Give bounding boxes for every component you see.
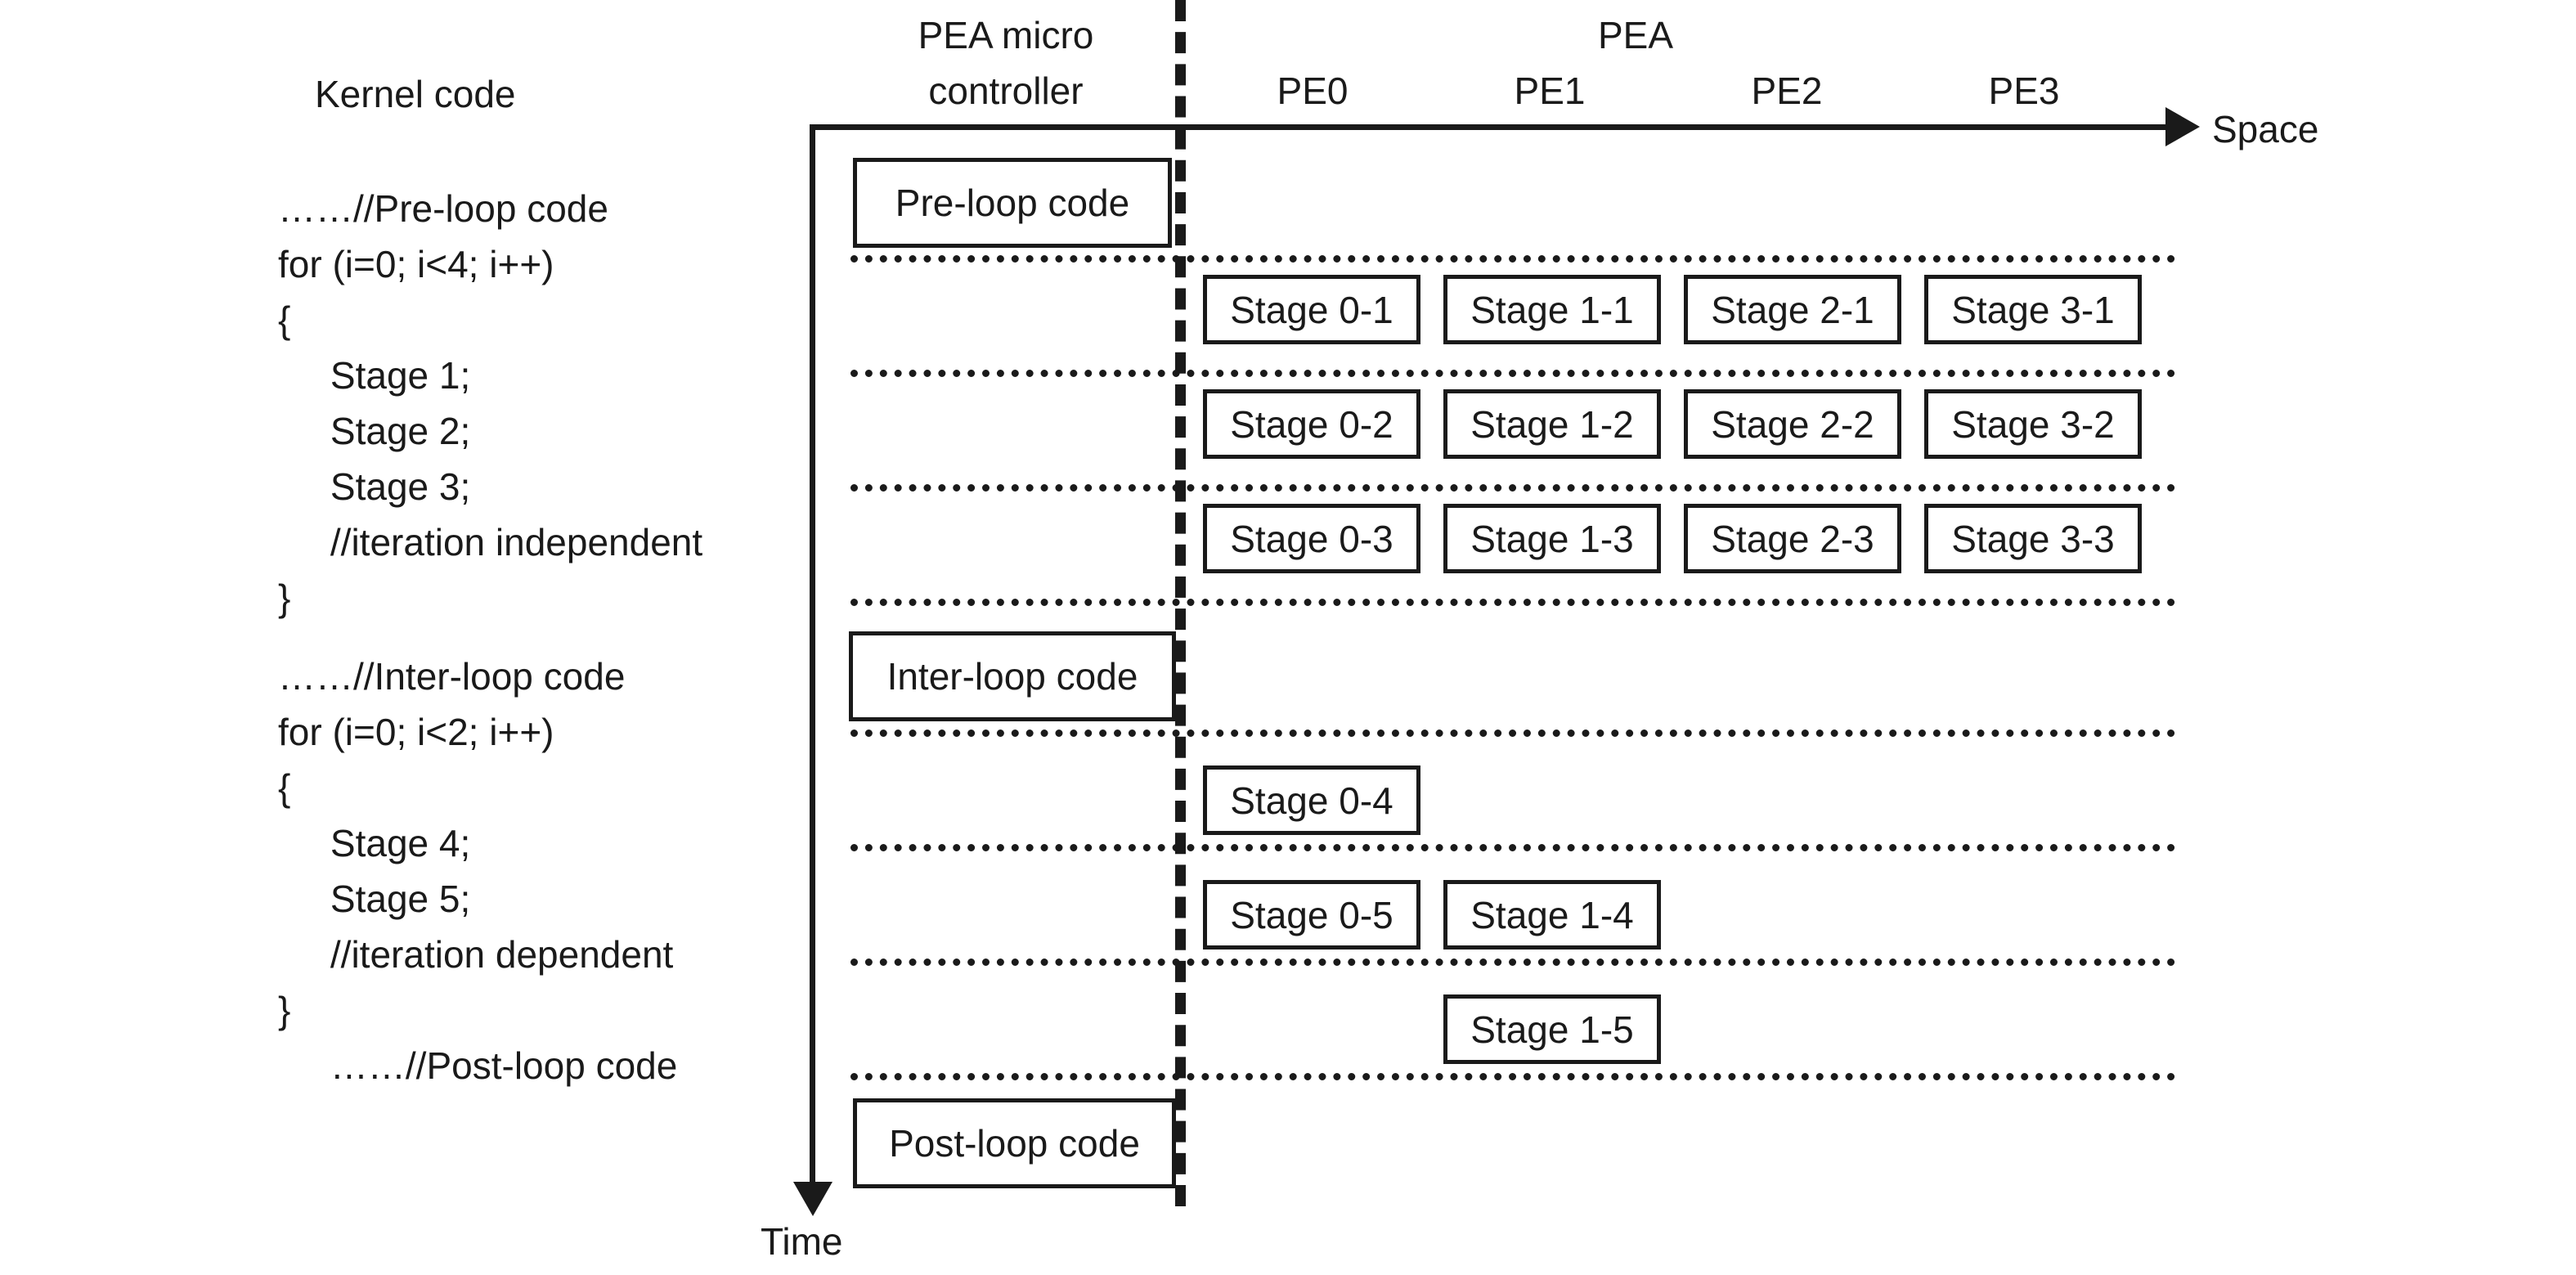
space-axis-label: Space [2212,108,2319,150]
header-pe3: PE3 [1988,70,2060,112]
code-line-9: for (i=0; i<2; i++) [278,711,554,753]
stage-box-0-4[interactable]: Stage 0-4 [1203,765,1420,835]
header-pea-micro-controller-line1: PEA micro [918,14,1094,56]
row-separator-3 [850,484,2175,492]
header-pe2: PE2 [1751,70,1823,112]
stage-box-3-1[interactable]: Stage 3-1 [1924,275,2142,344]
code-line-15: ……//Post-loop code [278,1044,678,1087]
stage-box-0-1[interactable]: Stage 0-1 [1203,275,1420,344]
code-line-1: for (i=0; i<4; i++) [278,243,554,285]
header-pea: PEA [1597,14,1674,56]
time-axis-line [810,124,815,1184]
stage-box-1-4[interactable]: Stage 1-4 [1443,880,1661,950]
time-axis-label: Time [761,1220,843,1263]
code-line-7: } [278,577,291,619]
row-separator-1 [850,255,2175,263]
time-axis-arrowhead [793,1182,832,1216]
code-line-8: ……//Inter-loop code [278,655,626,698]
code-line-0: ……//Pre-loop code [278,187,608,230]
row-separator-5 [850,730,2175,737]
code-line-11: Stage 4; [278,822,471,864]
row-separator-4 [850,599,2175,606]
row-separator-7 [850,958,2175,966]
code-line-4: Stage 2; [278,410,471,452]
stage-box-1-1[interactable]: Stage 1-1 [1443,275,1661,344]
code-line-6: //iteration independent [278,521,703,563]
space-axis-line [810,124,2167,130]
header-pea-micro-controller-line2: controller [928,70,1084,112]
stage-box-1-5[interactable]: Stage 1-5 [1443,994,1661,1064]
stage-box-3-2[interactable]: Stage 3-2 [1924,389,2142,459]
controller-box-post-loop[interactable]: Post-loop code [853,1098,1176,1188]
kernel-code-title: Kernel code [315,73,516,115]
header-pe1: PE1 [1514,70,1586,112]
code-line-2: { [278,299,291,341]
stage-box-1-3[interactable]: Stage 1-3 [1443,504,1661,573]
controller-box-inter-loop[interactable]: Inter-loop code [849,631,1176,721]
stage-box-2-3[interactable]: Stage 2-3 [1684,504,1901,573]
stage-box-2-2[interactable]: Stage 2-2 [1684,389,1901,459]
code-line-13: //iteration dependent [278,933,674,976]
controller-box-pre-loop[interactable]: Pre-loop code [853,158,1172,248]
stage-box-0-3[interactable]: Stage 0-3 [1203,504,1420,573]
code-line-3: Stage 1; [278,354,471,397]
space-axis-arrowhead [2165,107,2200,146]
stage-box-0-5[interactable]: Stage 0-5 [1203,880,1420,950]
stage-box-2-1[interactable]: Stage 2-1 [1684,275,1901,344]
row-separator-6 [850,844,2175,851]
row-separator-8 [850,1073,2175,1080]
code-line-14: } [278,989,291,1031]
code-line-5: Stage 3; [278,465,471,508]
header-pe0: PE0 [1277,70,1349,112]
stage-box-3-3[interactable]: Stage 3-3 [1924,504,2142,573]
stage-box-1-2[interactable]: Stage 1-2 [1443,389,1661,459]
row-separator-2 [850,370,2175,377]
code-line-10: { [278,766,291,809]
stage-box-0-2[interactable]: Stage 0-2 [1203,389,1420,459]
code-line-12: Stage 5; [278,878,471,920]
